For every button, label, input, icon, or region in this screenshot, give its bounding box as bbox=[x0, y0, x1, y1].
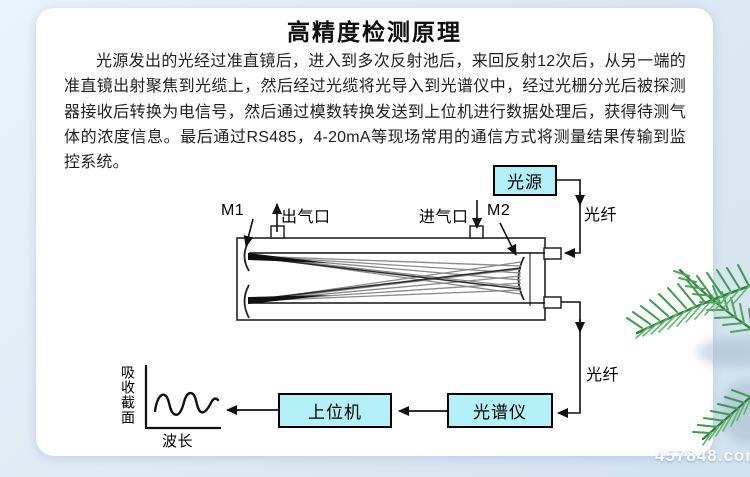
description-paragraph: 光源发出的光经过准直镜后，进入到多次反射池后，来回反射12次后，从另一端的准直镜… bbox=[64, 53, 686, 172]
fiber-label-top: 光纤 bbox=[584, 207, 618, 224]
gas-inlet-label: 进气口 bbox=[419, 209, 469, 226]
mirror-m1-label: M1 bbox=[221, 202, 245, 219]
gas-outlet-label: 出气口 bbox=[281, 209, 331, 226]
graph-x-axis-label: 波长 bbox=[162, 433, 194, 450]
graph-y-axis-label: 吸收截面 bbox=[120, 365, 136, 425]
fiber-label-bottom: 光纤 bbox=[586, 367, 620, 384]
watermark: 457848.com bbox=[655, 446, 750, 465]
spectrometer-box: 光谱仪 bbox=[447, 393, 553, 428]
page-title: 高精度检测原理 bbox=[287, 19, 462, 45]
host-computer-box: 上位机 bbox=[278, 393, 392, 428]
light-source-box: 光源 bbox=[493, 165, 557, 196]
mirror-m2-label: M2 bbox=[487, 202, 511, 219]
